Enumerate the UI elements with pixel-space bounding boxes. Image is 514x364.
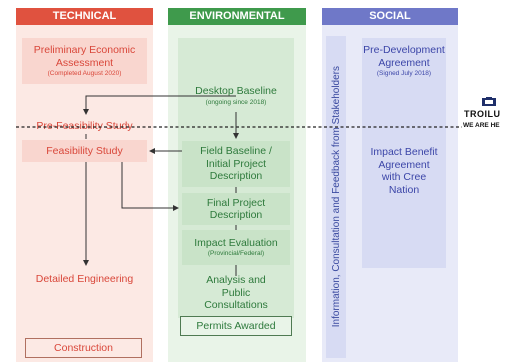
preliminary-assessment-box: Preliminary Economic Assessment (Complet…	[22, 38, 147, 84]
field-baseline-box: Field Baseline / Initial Project Descrip…	[182, 141, 290, 187]
impact-benefit-agreement-box: Impact Benefit Agreement with Cree Natio…	[370, 146, 438, 196]
troilus-brand: TROILU	[464, 109, 501, 119]
analysis-consultations-box: Analysis and Public Consultations	[204, 274, 268, 312]
arrow-desktop-to-prefeasibility	[83, 95, 236, 115]
impact-evaluation-title: Impact Evaluation	[194, 236, 278, 249]
social-agreements-panel	[362, 38, 446, 268]
we-are-here-label: WE ARE HE	[463, 122, 500, 129]
pre-development-agreement-box: Pre-Development Agreement (Signed July 2…	[358, 40, 450, 82]
final-description-box: Final Project Description	[182, 193, 290, 225]
construction-box: Construction	[25, 338, 142, 358]
permits-awarded-box: Permits Awarded	[180, 316, 292, 336]
stakeholder-bar	[326, 36, 346, 358]
social-header: SOCIAL	[322, 8, 458, 25]
arrow-feasibility-to-final	[121, 162, 179, 211]
desktop-baseline-note: (ongoing since 2018)	[205, 98, 267, 106]
preliminary-assessment-title: Preliminary Economic Assessment	[33, 44, 136, 69]
pre-development-agreement-title: Pre-Development Agreement	[363, 44, 445, 69]
detailed-engineering-label: Detailed Engineering	[22, 268, 147, 290]
desktop-baseline-box: Desktop Baseline (ongoing since 2018)	[182, 80, 290, 112]
preliminary-assessment-note: (Completed August 2020)	[47, 70, 122, 77]
environmental-header: ENVIRONMENTAL	[168, 8, 306, 25]
feasibility-box: Feasibility Study	[22, 140, 147, 162]
impact-evaluation-box: Impact Evaluation (Provincial/Federal)	[182, 230, 290, 265]
impact-evaluation-note: (Provincial/Federal)	[207, 250, 265, 258]
troilus-logo-icon	[482, 97, 496, 106]
desktop-baseline-title: Desktop Baseline	[195, 85, 277, 98]
technical-header: TECHNICAL	[16, 8, 153, 25]
pre-feasibility-label: Pre-Feasibility Study	[22, 118, 147, 134]
pre-development-agreement-note: (Signed July 2018)	[376, 70, 432, 77]
